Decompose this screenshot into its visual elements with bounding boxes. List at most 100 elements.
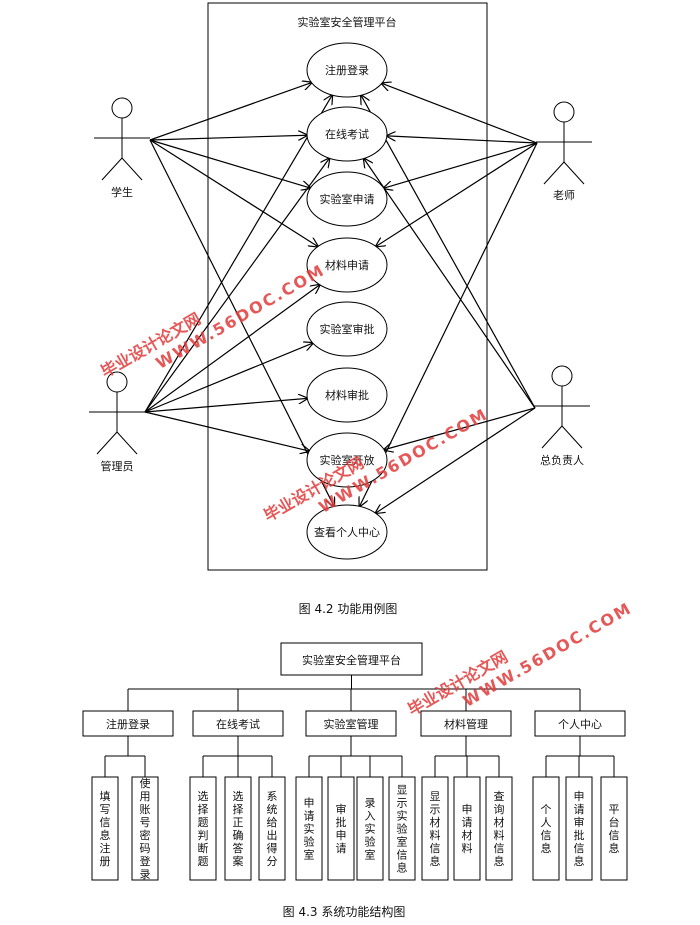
root-label: 实验室安全管理平台 bbox=[302, 653, 401, 667]
use-case-1: 在线考试 bbox=[306, 106, 388, 162]
leaf-label: 录入实验室 bbox=[365, 797, 376, 862]
association-12 bbox=[387, 136, 538, 144]
use-case-4: 实验室审批 bbox=[306, 301, 388, 357]
association-8 bbox=[144, 343, 313, 413]
leaf-label: 审批申请 bbox=[336, 802, 347, 855]
leaf-label: 申请实验室 bbox=[304, 797, 315, 862]
leaf-label: 显示材料信息 bbox=[430, 790, 441, 868]
association-5 bbox=[144, 95, 332, 413]
actor-label: 学生 bbox=[111, 185, 133, 199]
use-case-ellipse bbox=[306, 301, 388, 357]
module-box bbox=[305, 710, 397, 737]
actor-head bbox=[551, 365, 573, 387]
use-case-7: 查看个人中心 bbox=[306, 504, 388, 560]
leaf-label: 系统给出得分 bbox=[267, 790, 278, 868]
actor-1: 管理员 bbox=[89, 371, 145, 473]
use-case-caption: 图 4.2 功能用例图 bbox=[299, 602, 398, 616]
leaf-box bbox=[453, 776, 481, 881]
leaf-label: 使用账号密码登录 bbox=[140, 777, 151, 881]
association-2 bbox=[149, 139, 310, 188]
leaf-box bbox=[131, 776, 159, 881]
association-1 bbox=[149, 135, 307, 141]
leaf-box bbox=[600, 776, 628, 881]
system-title: 实验室安全管理平台 bbox=[298, 15, 397, 29]
leaf-box bbox=[91, 776, 119, 881]
use-case-label: 材料申请 bbox=[325, 258, 369, 272]
actor-leg-right bbox=[116, 431, 138, 455]
association-7 bbox=[144, 285, 320, 413]
leaf-box bbox=[388, 776, 416, 881]
module-label: 实验室管理 bbox=[324, 717, 379, 731]
association-17 bbox=[364, 158, 536, 409]
module-label: 在线考试 bbox=[216, 717, 260, 731]
leaf-box bbox=[258, 776, 286, 881]
actor-leg-left bbox=[541, 425, 563, 449]
leaf-label: 平台信息 bbox=[609, 803, 620, 855]
association-6 bbox=[144, 158, 329, 413]
use-case-ellipse bbox=[306, 42, 388, 98]
actor-leg-left bbox=[543, 161, 565, 185]
leaf-label: 选择正确答案 bbox=[233, 790, 244, 868]
use-case-0: 注册登录 bbox=[306, 42, 388, 98]
association-10 bbox=[144, 411, 309, 451]
leaf-label: 填写信息注册 bbox=[100, 789, 111, 868]
module-label: 材料管理 bbox=[444, 717, 488, 731]
use-case-label: 查看个人中心 bbox=[314, 525, 380, 539]
actor-label: 总负责人 bbox=[540, 453, 584, 467]
leaf-box bbox=[295, 776, 323, 881]
leaf-label: 查询材料信息 bbox=[494, 789, 505, 868]
use-case-ellipse bbox=[306, 106, 388, 162]
use-case-6: 实验室开放 bbox=[306, 432, 388, 488]
module-box bbox=[82, 710, 174, 737]
use-case-ellipse bbox=[306, 504, 388, 560]
leaf-label: 申请审批信息 bbox=[574, 790, 585, 868]
leaf-label: 显示实验室信息 bbox=[397, 784, 408, 875]
leaf-box bbox=[189, 776, 217, 881]
association-19 bbox=[376, 407, 536, 513]
actor-2: 老师 bbox=[536, 101, 592, 202]
actor-leg-right bbox=[121, 157, 143, 181]
structure-caption: 图 4.3 系统功能结构图 bbox=[283, 904, 406, 919]
association-3 bbox=[149, 139, 318, 247]
leaf-box bbox=[532, 776, 560, 881]
structure-root: 实验室安全管理平台 bbox=[280, 642, 423, 676]
actor-0: 学生 bbox=[94, 97, 150, 199]
module-box bbox=[534, 710, 626, 737]
association-14 bbox=[376, 142, 538, 246]
leaf-label: 个人信息 bbox=[541, 803, 552, 855]
use-case-label: 实验室申请 bbox=[320, 192, 375, 206]
module-label: 个人中心 bbox=[558, 718, 602, 731]
use-case-ellipse bbox=[306, 237, 388, 293]
leaf-box bbox=[224, 776, 252, 881]
use-case-ellipse bbox=[306, 367, 388, 423]
leaf-box bbox=[485, 776, 513, 881]
use-case-label: 材料审批 bbox=[325, 388, 369, 402]
actor-label: 管理员 bbox=[101, 459, 134, 473]
leaf-label: 选择题判断题 bbox=[198, 790, 209, 868]
actor-head bbox=[553, 101, 575, 123]
module-label: 注册登录 bbox=[106, 717, 150, 731]
association-18 bbox=[384, 407, 536, 450]
actor-label: 老师 bbox=[553, 189, 575, 202]
association-11 bbox=[382, 83, 538, 144]
actor-leg-right bbox=[563, 161, 585, 185]
use-case-label: 实验室审批 bbox=[320, 322, 375, 336]
leaf-box bbox=[356, 776, 384, 881]
use-case-ellipse bbox=[306, 171, 388, 227]
leaf-box bbox=[565, 776, 593, 881]
actor-leg-left bbox=[101, 157, 123, 181]
actor-leg-right bbox=[561, 425, 583, 449]
use-case-label: 注册登录 bbox=[325, 63, 369, 77]
use-case-label: 实验室开放 bbox=[320, 453, 375, 467]
actor-3: 总负责人 bbox=[534, 365, 590, 467]
use-case-3: 材料申请 bbox=[306, 237, 388, 293]
association-lines bbox=[144, 83, 538, 514]
